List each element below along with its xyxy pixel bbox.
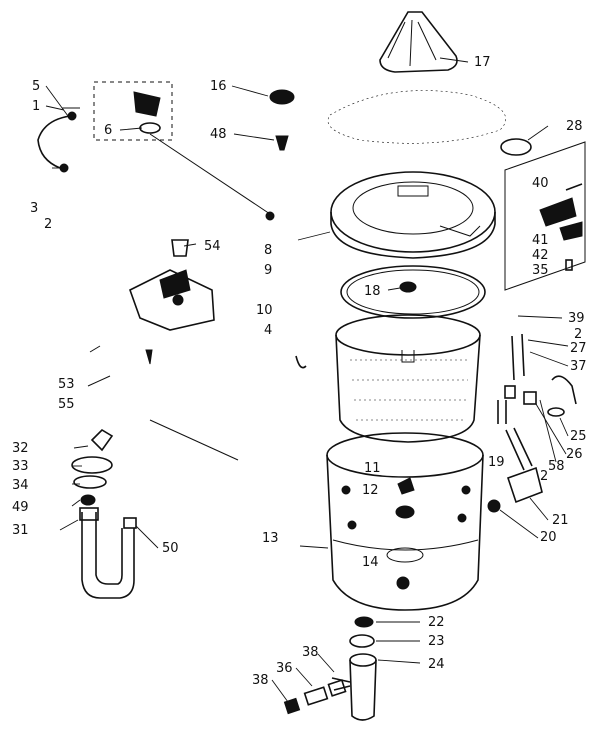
wash-basket [335,314,481,443]
callout-41: 41 [532,233,549,248]
callout-22: 22 [428,615,445,630]
callout-2c: 2 [540,469,548,484]
callout-54: 54 [204,239,221,254]
callout-6: 6 [104,123,112,138]
tub-cover [330,171,496,259]
callout-31: 31 [12,523,29,538]
callout-49: 49 [12,500,29,515]
callout-17: 17 [474,55,491,70]
callout-8: 8 [264,243,272,258]
lid-part-17 [327,11,506,144]
callout-18: 18 [364,284,381,299]
callout-39: 39 [568,311,585,326]
callout-35: 35 [532,263,549,278]
callout-2: 2 [44,217,52,232]
timer-bracket [129,239,215,365]
callout-40: 40 [532,176,549,191]
callout-20: 20 [540,530,557,545]
callout-12: 12 [362,483,379,498]
callout-21: 21 [552,513,569,528]
callout-32: 32 [12,441,29,456]
callout-3: 3 [30,201,38,216]
callout-23: 23 [428,634,445,649]
callout-48: 48 [210,127,227,142]
callout-16: 16 [210,79,227,94]
inlet-hose-assembly [71,428,137,599]
drain-parts [331,616,377,721]
tub-ring [340,265,486,319]
callout-33: 33 [12,459,29,474]
callout-27: 27 [570,341,587,356]
callout-14: 14 [362,555,379,570]
right-side-parts [295,138,586,513]
callout-34: 34 [12,478,29,493]
callout-13: 13 [262,531,279,546]
callout-10: 10 [256,303,273,318]
callout-5: 5 [32,79,40,94]
callout-38b: 38 [252,673,269,688]
callout-11: 11 [364,461,381,476]
hose-fittings [283,679,347,715]
callout-labels: 5 1 6 3 2 16 48 8 9 54 10 4 53 55 32 33 … [12,55,587,688]
callout-9: 9 [264,263,272,278]
leader-lines [45,57,569,703]
callout-24: 24 [428,657,445,672]
callout-4: 4 [264,323,272,338]
callout-55: 55 [58,397,75,412]
small-parts-16-48 [265,89,295,221]
callout-26: 26 [566,447,583,462]
callout-42: 42 [532,248,549,263]
callout-37: 37 [570,359,587,374]
callout-50: 50 [162,541,179,556]
callout-1: 1 [32,99,40,114]
callout-25: 25 [570,429,587,444]
callout-38a: 38 [302,645,319,660]
outer-tub [326,432,484,611]
callout-53: 53 [58,377,75,392]
callout-2b: 2 [574,327,582,342]
callout-19: 19 [488,455,505,470]
callout-28: 28 [566,119,583,134]
callout-36: 36 [276,661,293,676]
callout-58: 58 [548,459,565,474]
